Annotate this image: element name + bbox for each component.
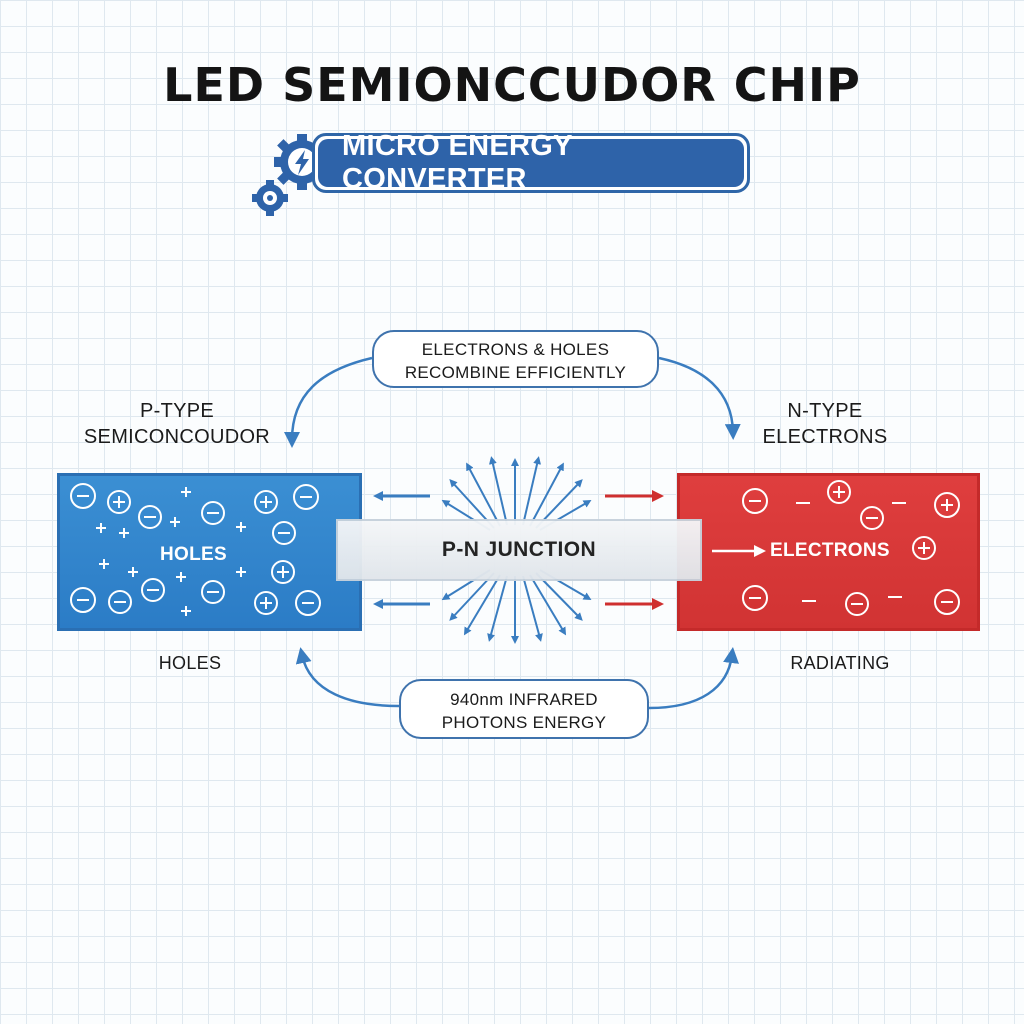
plus-sign — [181, 606, 191, 616]
minus-charge — [108, 590, 132, 614]
plus-charge — [271, 560, 295, 584]
curved-arrow-top-left — [284, 356, 373, 448]
callout-line: PHOTONS ENERGY — [441, 713, 607, 732]
plus-charge — [827, 480, 851, 504]
plus-sign — [119, 528, 129, 538]
plus-charge — [912, 536, 936, 560]
minus-charge — [272, 521, 296, 545]
plus-sign — [181, 487, 191, 497]
radiating-caption: RADIATING — [790, 653, 890, 673]
label-line: ELECTRONS — [762, 426, 888, 448]
minus-charge — [934, 589, 960, 615]
plus-sign — [236, 567, 246, 577]
plus-sign — [99, 559, 109, 569]
curved-arrow-bottom-left — [295, 647, 400, 708]
plus-sign — [176, 572, 186, 582]
junction-label: P-N JUNCTION — [441, 538, 597, 561]
minus-charge — [742, 488, 768, 514]
recombination-callout: ELECTRONS & HOLES RECOMBINE EFFICIENTLY — [372, 330, 659, 388]
photon-callout: 940nm INFRARED PHOTONS ENERGY — [399, 679, 649, 739]
minus-charge — [860, 506, 884, 530]
callout-line: ELECTRONS & HOLES — [421, 340, 610, 359]
plus-charge — [934, 492, 960, 518]
label-line: N-TYPE — [787, 400, 863, 422]
callout-line: RECOMBINE EFFICIENTLY — [404, 363, 627, 382]
minus-charge — [138, 505, 162, 529]
pn-junction: P-N JUNCTION — [336, 519, 702, 581]
n-region-charges — [742, 480, 960, 616]
p-region-charges — [70, 483, 321, 616]
plus-charge — [107, 490, 131, 514]
page-title: LED SEMIONCCUDOR CHIP — [163, 58, 861, 112]
minus-charge — [201, 580, 225, 604]
curved-arrow-top-right — [658, 356, 741, 440]
minus-charge — [293, 484, 319, 510]
minus-charge — [70, 483, 96, 509]
plus-charge — [254, 490, 278, 514]
minus-charge — [141, 578, 165, 602]
minus-charge — [742, 585, 768, 611]
minus-charge — [70, 587, 96, 613]
minus-charge — [845, 592, 869, 616]
label-line: SEMICONCOUDOR — [83, 426, 271, 448]
minus-charge — [201, 501, 225, 525]
plus-sign — [128, 567, 138, 577]
n-type-label: N-TYPE ELECTRONS — [740, 398, 910, 450]
p-type-label: P-TYPE SEMICONCOUDOR — [52, 398, 302, 450]
electron-flow-label: ELECTRONS — [770, 540, 890, 561]
holes-caption: HOLES — [158, 653, 222, 673]
p-region-label: HOLES — [160, 544, 227, 565]
plus-sign — [236, 522, 246, 532]
plus-sign — [170, 517, 180, 527]
minus-charge — [295, 590, 321, 616]
curved-arrow-bottom-right — [648, 647, 739, 710]
plus-charge — [254, 591, 278, 615]
subtitle-badge: MICRO ENERGY CONVERTER — [312, 130, 750, 195]
plus-sign — [96, 523, 106, 533]
callout-line: 940nm INFRARED — [450, 690, 598, 709]
label-line: P-TYPE — [139, 400, 215, 422]
